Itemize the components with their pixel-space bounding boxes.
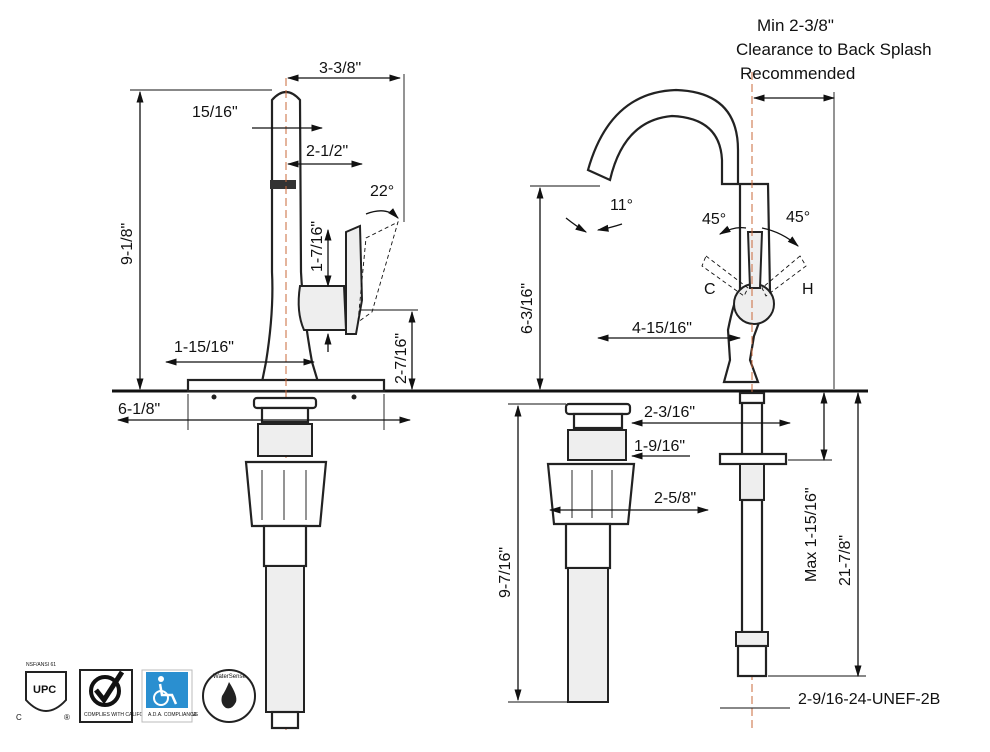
upc-certification-icon: NSF/ANSI 61 UPC C ® <box>16 662 70 722</box>
drain-length-label: 9-7/16" <box>497 547 514 598</box>
side-spout-top-label: 15/16" <box>192 104 238 121</box>
lead-free-checkmark-icon: COMPLIES WITH CALIFORNIA PLUMBING LAWS <box>79 669 199 723</box>
svg-text:UPC: UPC <box>33 684 56 696</box>
svg-text:NSF/ANSI 61: NSF/ANSI 61 <box>26 662 56 668</box>
cold-label: C <box>704 281 716 298</box>
front-spout-reach-label: 4-15/16" <box>632 320 692 337</box>
side-drain-assembly <box>244 396 328 730</box>
front-aerator-angle-label: 11° <box>610 197 633 214</box>
hot-label: H <box>802 281 814 298</box>
front-dimensions <box>508 92 866 709</box>
side-deck-plate-label: 6-1/8" <box>118 401 160 418</box>
clearance-note-line-3: Recommended <box>740 64 855 83</box>
side-view-faucet <box>186 78 399 730</box>
front-left-rotation-label: 45° <box>702 211 726 228</box>
front-spout-height-label: 6-3/16" <box>519 283 536 334</box>
svg-text:®: ® <box>64 713 70 722</box>
side-handle-height-label: 1-7/16" <box>309 221 326 272</box>
supply-length-label: 21-7/8" <box>837 535 854 586</box>
svg-text:COMPLIES WITH CALIFORNIA PLUMB: COMPLIES WITH CALIFORNIA PLUMBING LAWS <box>84 712 199 718</box>
ada-wheelchair-icon: A.D.A. COMPLIANCE <box>141 669 198 723</box>
front-drain-assembly <box>546 402 636 703</box>
side-swing-angle-label: 22° <box>370 183 394 200</box>
drain-body-width-label: 2-5/8" <box>654 490 696 507</box>
drain-tailpiece-label: 1-9/16" <box>634 438 685 455</box>
side-spout-reach-label: 3-3/8" <box>319 60 361 77</box>
watersense-droplet-icon: WaterSense <box>202 669 256 723</box>
side-base-label: 1-15/16" <box>174 339 234 356</box>
side-handle-offset-label: 2-1/2" <box>306 143 348 160</box>
side-overall-height-label: 9-1/8" <box>119 223 136 265</box>
svg-text:C: C <box>16 713 22 722</box>
supply-line-assembly <box>718 391 788 678</box>
side-base-height-label: 2-7/16" <box>393 333 410 384</box>
side-dimensions <box>116 74 418 430</box>
thread-spec-label: 2-9/16-24-UNEF-2B <box>798 691 940 708</box>
clearance-note-line-2: Clearance to Back Splash <box>736 40 932 59</box>
max-deck-thickness-label: Max 1-15/16" <box>803 487 820 582</box>
front-view-faucet <box>586 72 807 730</box>
svg-text:WaterSense: WaterSense <box>213 674 246 680</box>
clearance-note-line-1: Min 2-3/8" <box>757 16 834 35</box>
svg-text:A.D.A. COMPLIANCE: A.D.A. COMPLIANCE <box>148 712 198 718</box>
drain-top-width-label: 2-3/16" <box>644 404 695 421</box>
front-right-rotation-label: 45° <box>786 209 810 226</box>
